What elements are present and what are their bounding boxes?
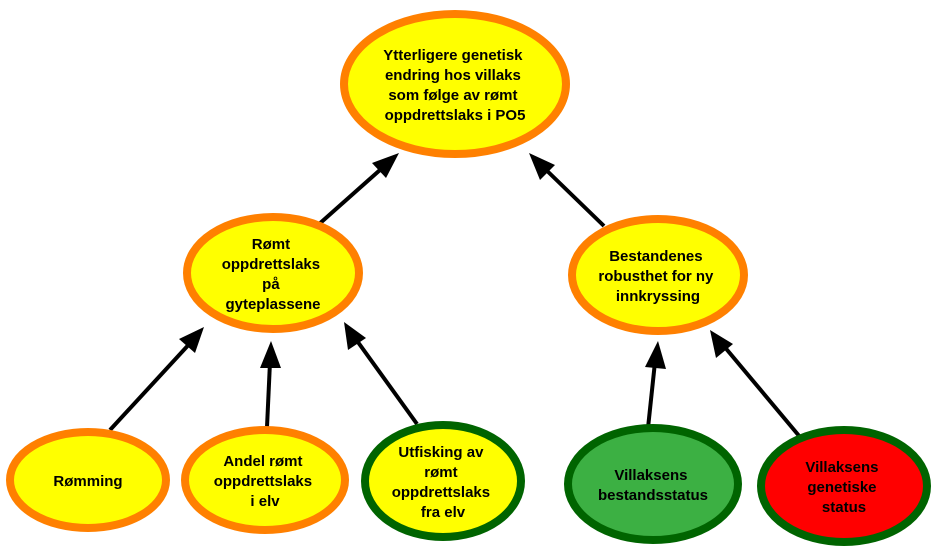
node-romming-line-1: Rømming [53,473,122,490]
node-top-line-4: oppdrettslaks i PO5 [385,107,526,124]
node-villaksens-bestandsstatus: Villaksens bestandsstatus [564,424,742,544]
svg-text:Andel rømt oppdrettslaks: Andel rømt oppdrettslaks i elv [214,453,317,510]
node-utfisking: Utfisking av rømt oppdrettslaks fra elv [361,421,525,541]
node-utfisking-line-1: Utfisking av [398,444,484,461]
arrowhead-genetisk-to-bestandenes [710,330,733,358]
node-andel-romt-shape [181,426,349,534]
node-villaksens-bestandsstatus-shape [564,424,742,544]
arrowhead-andel-to-romt [260,341,281,368]
arrowhead-utfisking-to-romt [344,322,366,350]
node-romming: Rømming [6,428,170,532]
svg-text:Rømming: Rømming [53,473,122,490]
arrowhead-bestandenes-to-top [529,153,555,180]
node-andel-line-3: i elv [250,493,280,510]
svg-text:Villaksens bestandsstatu: Villaksens bestandsstatus [598,467,708,504]
node-bestandenes-line-2: robusthet for ny [598,268,714,285]
node-top-line-2: endring hos villaks [385,67,521,84]
node-genetisk-line-2: genetiske [807,479,876,496]
node-top-outcome: Ytterligere genetisk endring hos villaks… [340,10,570,158]
node-top-outcome-shape [340,10,570,158]
arrow-andel-to-romt [265,361,272,428]
node-andel-romt: Andel rømt oppdrettslaks i elv [181,426,349,534]
node-romt-line-3: på [262,276,280,293]
node-bestandenes-robusthet-shape [568,215,748,335]
node-utfisking-line-4: fra elv [421,504,466,521]
node-villaksens-genetiske-status: Villaksens genetiske status [757,426,931,546]
node-utfisking-shape [361,421,525,541]
node-romming-shape [6,428,170,532]
arrow-bestandsstatus-to-bestandenes [646,361,657,429]
svg-text:Villaksens genetiske: Villaksens genetiske status [805,459,882,516]
svg-text:Bestandenes robusthet fo: Bestandenes robusthet for ny innkryssing [598,248,717,305]
arrow-bestandenes-to-top [538,162,606,228]
node-romt-line-4: gyteplassene [225,296,320,313]
node-bestandenes-line-3: innkryssing [616,288,700,305]
node-romt-line-2: oppdrettslaks [222,256,320,273]
node-genetisk-line-3: status [822,499,866,516]
arrow-utfisking-to-romt [353,336,419,426]
arrows [108,153,802,439]
node-romt-gyteplassene-shape [183,213,363,333]
node-utfisking-line-2: rømt [424,464,457,481]
node-andel-line-2: oppdrettslaks [214,473,312,490]
node-bestandsstatus-line-1: Villaksens [614,467,687,484]
arrowhead-romt-to-top [372,153,399,178]
node-top-line-3: som følge av rømt [388,87,517,104]
node-bestandenes-line-1: Bestandenes [609,248,702,265]
node-romt-line-1: Rømt [252,236,290,253]
arrowhead-bestandsstatus-to-bestandenes [645,341,666,369]
node-top-line-1: Ytterligere genetisk [383,47,523,64]
arrow-genetisk-to-bestandenes [721,343,802,439]
node-utfisking-line-3: oppdrettslaks [392,484,490,501]
svg-text:Ytterligere genetisk end: Ytterligere genetisk endring hos villaks… [383,47,526,124]
node-romt-gyteplassene: Rømt oppdrettslaks på gyteplassene [183,213,363,333]
node-bestandenes-robusthet: Bestandenes robusthet for ny innkryssing [568,215,748,335]
svg-text:Rømt oppdrettslaks: Rømt oppdrettslaks på gyteplassene [222,236,325,313]
arrow-romming-to-romt [108,338,195,432]
node-andel-line-1: Andel rømt [223,453,302,470]
node-genetisk-line-1: Villaksens [805,459,878,476]
arrow-romt-to-top [316,160,391,227]
svg-text:Utfisking av rømt: Utfisking av rømt oppdrettslaks fra elv [392,444,495,521]
arrowhead-romming-to-romt [179,327,204,353]
node-villaksens-genetiske-status-shape [757,426,931,546]
node-bestandsstatus-line-2: bestandsstatus [598,487,708,504]
